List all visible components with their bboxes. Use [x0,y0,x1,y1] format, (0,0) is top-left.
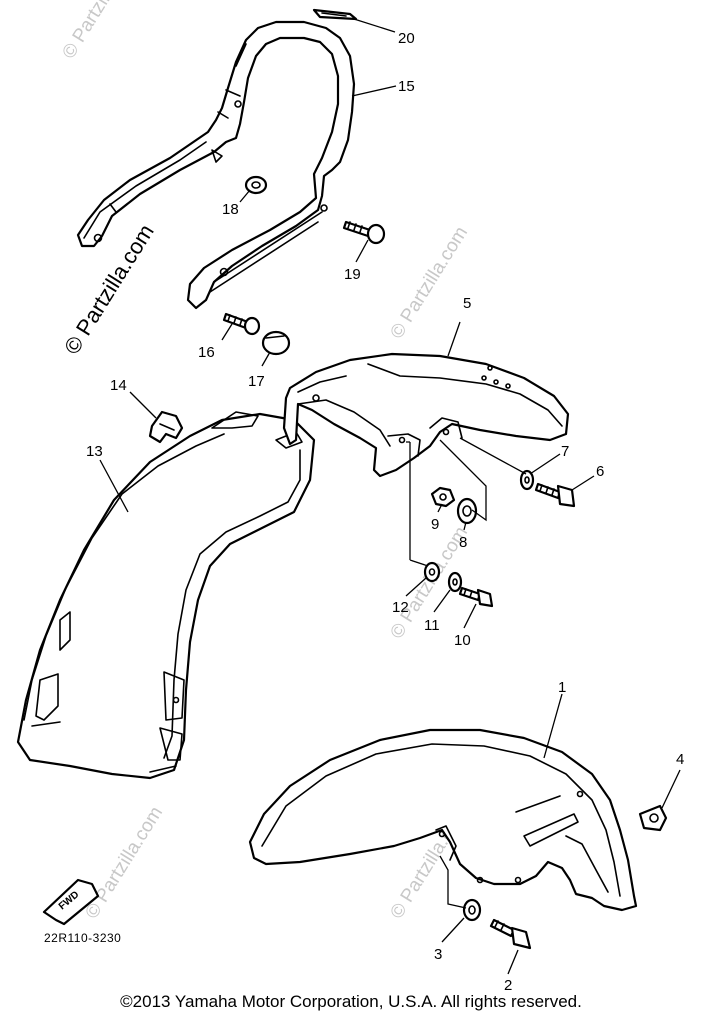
callout-15: 15 [398,78,415,95]
callout-7: 7 [561,443,569,460]
callout-20: 20 [398,30,415,47]
part-9-nut[interactable] [430,486,456,508]
callout-16: 16 [198,344,215,361]
callout-2: 2 [504,977,512,994]
watermark-faint-1: © Partzilla.com [58,0,144,63]
callout-14: 14 [110,377,127,394]
forward-arrow: FWD [42,878,100,926]
part-2-bolt[interactable] [489,918,532,950]
callout-8: 8 [459,534,467,551]
diagram-code: 22R110-3230 [44,931,121,945]
part-10-bolt[interactable] [458,586,494,608]
part-19-bolt[interactable] [342,220,386,245]
part-4-grommet[interactable] [638,804,668,832]
callout-10: 10 [454,632,471,649]
watermark-main: © Partzilla.com [59,220,159,359]
part-18-nut[interactable] [244,175,268,195]
part-8-grommet[interactable] [456,497,478,525]
part-6-bolt[interactable] [534,482,576,508]
callout-12: 12 [392,599,409,616]
callout-6: 6 [596,463,604,480]
watermark-faint-5: © Partzilla.com [81,803,167,923]
part-7-washer[interactable] [519,469,535,491]
callout-18: 18 [222,201,239,218]
part-3-nut[interactable] [462,898,482,922]
part-17-cap[interactable] [261,330,291,356]
leader-lines [99,18,681,975]
callout-3: 3 [434,946,442,963]
callout-13: 13 [86,443,103,460]
part-16-bolt[interactable] [222,312,261,336]
part-11-washer[interactable] [447,571,463,593]
part-5-fender-cover[interactable] [282,352,570,478]
part-14-clip[interactable] [148,410,184,444]
copyright-notice: ©2013 Yamaha Motor Corporation, U.S.A. A… [120,992,582,1011]
part-13-rear-fender[interactable] [16,411,316,780]
callout-1: 1 [558,679,566,696]
part-20-emblem[interactable] [312,8,358,21]
callout-5: 5 [463,295,471,312]
part-1-front-fender[interactable] [248,728,638,912]
callouts: 20 15 18 19 5 16 17 14 13 7 6 9 8 12 11 … [86,30,684,994]
callout-9: 9 [431,516,439,533]
callout-17: 17 [248,373,265,390]
callout-4: 4 [676,751,684,768]
callout-11: 11 [424,617,440,634]
part-15-grab-rail[interactable] [76,20,356,310]
callout-19: 19 [344,266,361,283]
part-12-washer[interactable] [423,561,441,583]
